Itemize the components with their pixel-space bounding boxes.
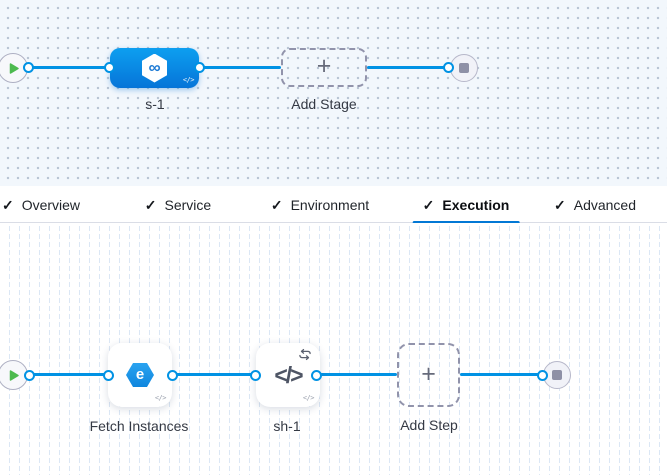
tab-advanced[interactable]: ✓ Advanced <box>542 186 648 223</box>
execution-step-canvas: e </> Fetch Instances </> </> sh-1 + Add… <box>0 223 667 475</box>
step-node-fetch-instances[interactable]: e </> <box>108 343 172 407</box>
add-step-label: Add Step <box>400 417 458 433</box>
stop-icon <box>459 63 469 73</box>
tab-label: Overview <box>21 196 81 213</box>
code-view-icon: </> <box>182 76 195 84</box>
check-icon: ✓ <box>422 196 435 213</box>
shell-script-icon: </> <box>274 361 303 388</box>
plus-icon: + <box>421 359 436 388</box>
elastigroup-icon: e <box>126 363 154 387</box>
stage-pipeline-canvas: ∞ </> s-1 + Add Stage <box>0 0 667 186</box>
pipeline-end-node <box>450 54 478 82</box>
stop-icon <box>552 370 562 380</box>
add-stage-label: Add Stage <box>291 96 357 112</box>
tab-execution[interactable]: ✓ Execution <box>411 186 522 224</box>
tab-environment[interactable]: ✓ Environment <box>259 186 381 223</box>
play-icon <box>7 369 20 382</box>
stage-tabbar: ✓ Overview ✓ Service ✓ Environment ✓ Exe… <box>0 186 667 224</box>
check-icon: ✓ <box>553 196 566 213</box>
edge-addstage-to-end <box>367 66 448 69</box>
connector-dot <box>104 62 115 73</box>
cd-stage-icon: ∞ <box>142 53 167 83</box>
connector-dot <box>250 370 261 381</box>
stage-label: s-1 <box>145 96 165 112</box>
code-view-icon: </> <box>302 394 315 402</box>
connector-dot <box>167 370 178 381</box>
edge-addstep-to-end <box>460 373 542 376</box>
tab-label: Advanced <box>573 196 637 213</box>
edge-start-to-stage <box>26 66 110 69</box>
execution-start-node <box>0 360 28 390</box>
connector-dot <box>194 62 205 73</box>
looping-strategy-icon <box>297 348 313 366</box>
step-node-sh1[interactable]: </> </> <box>256 343 320 407</box>
step-label: Fetch Instances <box>89 418 189 434</box>
add-stage-button[interactable]: + <box>281 48 367 87</box>
check-icon: ✓ <box>144 196 157 213</box>
connector-dot <box>443 62 454 73</box>
tab-service[interactable]: ✓ Service <box>133 186 223 223</box>
check-icon: ✓ <box>1 196 14 213</box>
edge-sh1-to-addstep <box>316 373 397 376</box>
play-icon <box>7 62 20 75</box>
tab-overview[interactable]: ✓ Overview <box>0 186 92 223</box>
edge-stage-to-addstage <box>199 66 281 69</box>
tab-label: Environment <box>290 196 370 213</box>
code-view-icon: </> <box>154 394 167 402</box>
connector-dot <box>103 370 114 381</box>
edge-fetch-to-sh1 <box>172 373 256 376</box>
connector-dot <box>537 370 548 381</box>
edge-start-to-fetch <box>27 373 108 376</box>
plus-icon: + <box>316 52 332 80</box>
check-icon: ✓ <box>270 196 283 213</box>
step-label: sh-1 <box>273 418 301 434</box>
connector-dot <box>24 370 35 381</box>
connector-dot <box>311 370 322 381</box>
stage-node-s1[interactable]: ∞ </> <box>110 48 199 88</box>
tab-label: Execution <box>442 196 510 213</box>
add-step-button[interactable]: + <box>397 343 460 407</box>
connector-dot <box>23 62 34 73</box>
tab-label: Service <box>164 196 212 213</box>
